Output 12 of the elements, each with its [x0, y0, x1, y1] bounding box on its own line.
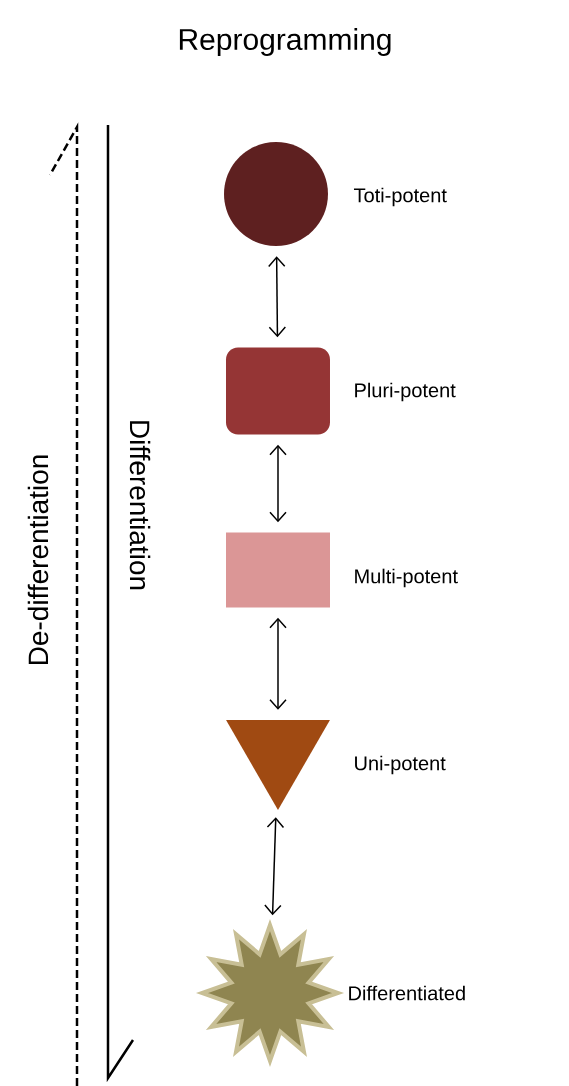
arrow [268, 256, 287, 338]
cell-label: Multi-potent [355, 568, 458, 588]
arrow [269, 444, 287, 523]
axis-label: Differentiation [129, 421, 151, 590]
cell-label: Toti-potent [354, 187, 447, 207]
axis-label: De-differentiation [27, 455, 49, 665]
cell-label: Pluri-potent [355, 382, 456, 402]
arrow [264, 817, 285, 916]
cell-label: Differentiated [349, 985, 465, 1001]
cell-label: Uni-potent [355, 755, 446, 775]
arrow [269, 617, 287, 710]
title: Reprogramming [179, 28, 391, 56]
